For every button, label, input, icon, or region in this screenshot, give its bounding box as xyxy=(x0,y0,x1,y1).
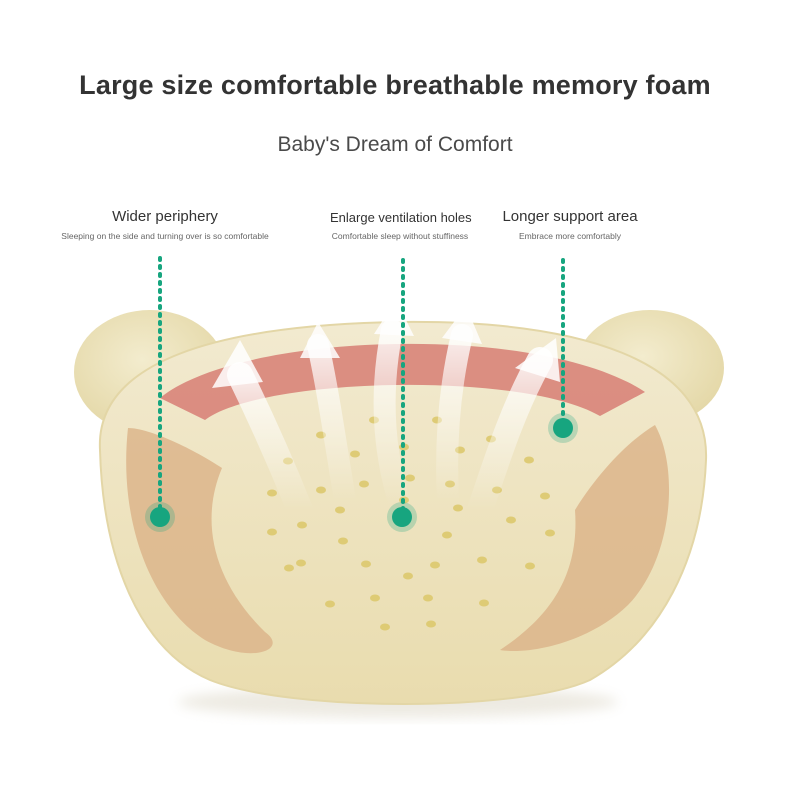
feature-title: Longer support area xyxy=(502,208,638,225)
feature-title: Enlarge ventilation holes xyxy=(330,210,472,225)
marker-wider-periphery xyxy=(145,502,175,532)
airflow-arrow-3 xyxy=(373,319,411,516)
marker-ventilation-holes xyxy=(387,502,417,532)
airflow-arrows xyxy=(227,319,553,523)
feature-support-area: Longer support area Embrace more comfort… xyxy=(480,208,660,242)
airflow-arrow-2 xyxy=(307,334,356,511)
airflow-arrow-5 xyxy=(467,347,553,523)
page-subtitle: Baby's Dream of Comfort xyxy=(277,133,513,156)
feature-description: Comfortable sleep without stuffiness xyxy=(331,231,469,241)
feature-description: Embrace more comfortably xyxy=(518,231,622,241)
feature-ventilation-holes: Enlarge ventilation holes Comfortable sl… xyxy=(330,210,472,242)
dotted-leaders xyxy=(158,256,565,517)
page-title: Large size comfortable breathable memory… xyxy=(79,70,711,100)
airflow-arrowheads xyxy=(212,300,560,388)
feature-description: Sleeping on the side and turning over is… xyxy=(61,231,269,241)
feature-wider-periphery: Wider periphery Sleeping on the side and… xyxy=(40,208,290,242)
airflow-arrow-1 xyxy=(227,362,313,523)
feature-title: Wider periphery xyxy=(112,208,218,225)
left-side-zone xyxy=(126,428,273,654)
airflow-arrow-4 xyxy=(436,324,473,511)
marker-support-area xyxy=(548,413,578,443)
right-side-zone xyxy=(500,425,670,652)
